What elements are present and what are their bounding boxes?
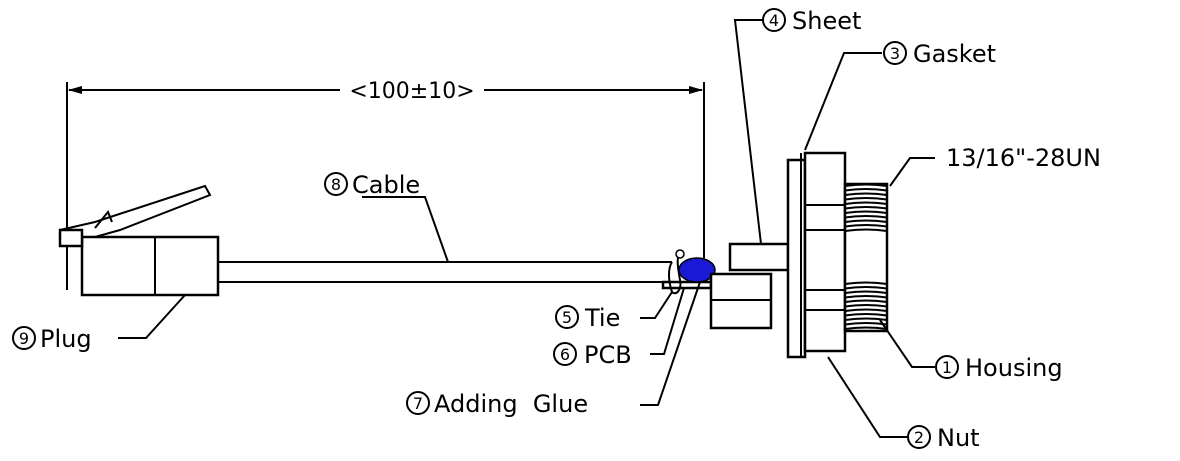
callout-plug-number: 9 <box>19 329 29 348</box>
thread-coil <box>844 215 888 219</box>
thread-coil <box>844 286 888 290</box>
housing-drawing <box>709 151 889 359</box>
thread-coil <box>844 201 888 205</box>
callout-gasket-label: Gasket <box>913 40 996 68</box>
thread-coil <box>844 210 888 214</box>
callout-sheet: 4 Sheet <box>762 7 861 35</box>
leader-tie <box>640 291 673 319</box>
callout-tie: 5 Tie <box>555 304 620 332</box>
plug-latch <box>59 184 212 238</box>
callout-pcb-label: PCB <box>584 341 632 369</box>
callout-pcb-number: 6 <box>560 345 570 364</box>
thread-coil <box>844 304 888 308</box>
callout-pcb: 6 PCB <box>553 341 632 369</box>
leader-pcb <box>650 287 685 355</box>
thread-coil <box>844 281 888 285</box>
pcb-tie-glue-drawing <box>661 249 716 295</box>
thread-coil <box>844 183 888 187</box>
callout-glue-circle <box>406 391 430 415</box>
callout-cable: 8 Cable <box>324 171 420 199</box>
callout-glue-number: 7 <box>413 394 423 413</box>
callout-housing-number: 1 <box>942 358 952 377</box>
callout-housing-label: Housing <box>965 354 1063 382</box>
thread-coil <box>844 317 888 321</box>
callout-plug-label: Plug <box>40 325 92 353</box>
callout-housing-circle <box>935 355 959 379</box>
callout-sheet-number: 4 <box>769 11 779 30</box>
callout-sheet-label: Sheet <box>792 7 861 35</box>
leader-gasket <box>804 52 882 151</box>
thread-spec-label: 13/16"-28UN <box>946 144 1101 172</box>
callout-pcb-circle <box>553 342 577 366</box>
thread-coil <box>844 308 888 312</box>
leader-nut <box>827 356 907 438</box>
callout-nut: 2 Nut <box>907 424 980 452</box>
thread-coil <box>844 192 888 196</box>
sheet-rect <box>728 242 790 272</box>
callout-nut-label: Nut <box>937 424 980 452</box>
leader-lines <box>118 19 935 438</box>
callout-gasket-circle <box>883 41 907 65</box>
callout-adding-glue: 7 Adding Glue <box>406 390 588 418</box>
callout-nut-number: 2 <box>914 428 924 447</box>
plug-body <box>80 235 220 297</box>
dimension-group: <100±10> <box>66 79 705 290</box>
callout-cable-number: 8 <box>331 175 341 194</box>
adding-glue-blob <box>678 257 716 283</box>
callout-nut-circle <box>907 425 931 449</box>
callout-gasket: 3 Gasket <box>883 40 996 68</box>
leader-cable <box>362 196 449 263</box>
callout-tie-label: Tie <box>584 304 620 332</box>
plug-drawing <box>58 184 220 297</box>
nut-body <box>803 151 847 353</box>
thread-coil <box>844 228 888 232</box>
callout-plug: 9 Plug <box>12 325 92 353</box>
callout-sheet-circle <box>762 8 786 32</box>
callout-gasket-number: 3 <box>890 44 900 63</box>
flange <box>786 158 807 359</box>
leader-sheet <box>733 19 762 245</box>
tie-head <box>675 249 685 259</box>
callout-cable-label: Cable <box>352 171 420 199</box>
thread-coil <box>844 219 888 223</box>
callout-glue-label: Adding Glue <box>434 390 588 418</box>
callout-tie-circle <box>555 305 579 329</box>
plug-tab-front <box>58 228 84 248</box>
thread-lines <box>844 183 888 330</box>
callout-tie-number: 5 <box>562 308 572 327</box>
thread-coil <box>844 290 888 294</box>
callout-cable-circle <box>324 172 348 196</box>
thread-coil <box>844 188 888 192</box>
callout-plug-circle <box>12 326 36 350</box>
dimension-label: <100±10> <box>349 79 474 104</box>
thread-coil <box>844 295 888 299</box>
thread-coil <box>844 299 888 303</box>
leader-housing <box>879 319 935 368</box>
leader-thread <box>889 157 935 187</box>
thread-coil <box>844 326 888 330</box>
callout-housing: 1 Housing <box>935 354 1063 382</box>
leader-glue <box>640 281 701 406</box>
cable-drawing <box>218 261 672 283</box>
cable-tie <box>668 251 682 295</box>
thread-coil <box>844 224 888 228</box>
plug-latch-hook <box>94 210 113 229</box>
leader-plug <box>118 294 186 339</box>
thread-coil <box>844 206 888 210</box>
thread-coil <box>844 313 888 317</box>
thread-coil <box>844 197 888 201</box>
